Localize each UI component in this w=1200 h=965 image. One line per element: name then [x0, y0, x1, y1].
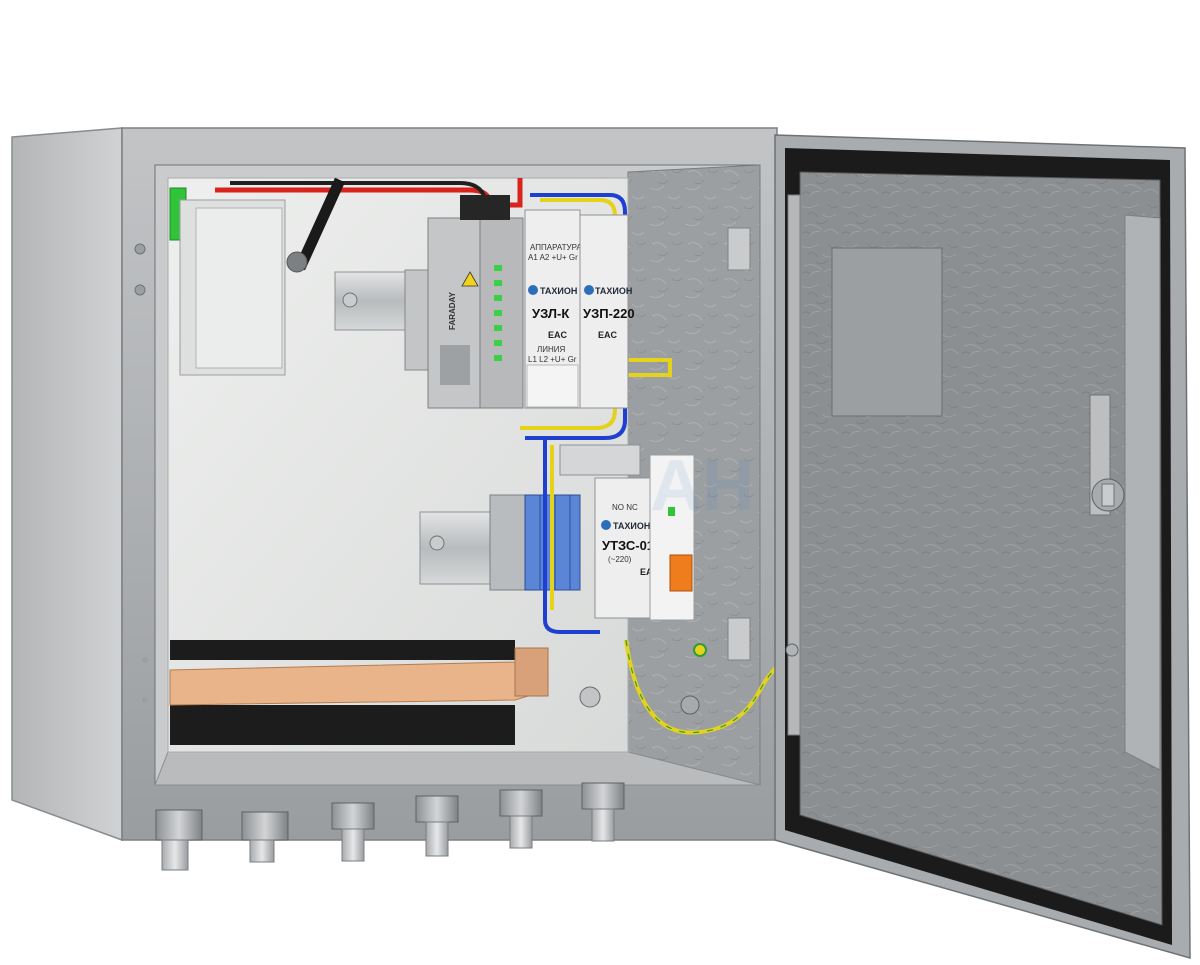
cable-gland: [331, 802, 375, 862]
top-left-module: [169, 187, 286, 376]
uzl-certification: EAC: [548, 330, 568, 340]
hinge-screw-icon: [134, 284, 146, 296]
uzp-model: УЗП-220: [583, 306, 635, 321]
terminal-blocks: [489, 494, 581, 591]
breaker-indicator: [668, 507, 675, 516]
utzs-voltage: (~220): [608, 555, 632, 564]
tachyon-logo-icon: [584, 285, 594, 295]
cable-gland: [241, 811, 289, 863]
insulator-black-bottom: [170, 705, 515, 745]
utzs-contacts: NO NC: [612, 503, 638, 512]
cable-gland: [499, 789, 543, 849]
rail-screw-icon: [429, 535, 445, 551]
door-hinge-bar: [787, 194, 801, 736]
door-latch-handle[interactable]: [1089, 394, 1125, 516]
cabinet-hinge-bracket: [727, 617, 751, 661]
cabinet-hinge-bracket: [727, 227, 751, 271]
door-lock-rail: [1124, 214, 1161, 771]
circuit-breaker: [649, 454, 695, 621]
rail-screw-icon: [342, 292, 358, 308]
ground-bar-assembly: [169, 640, 601, 745]
ground-bolt-icon: [680, 695, 700, 715]
breaker-lever: [669, 554, 693, 592]
door-document-pocket: [831, 247, 943, 417]
junction-box-lid: [195, 207, 283, 369]
tachyon-logo-icon: [601, 520, 611, 530]
blue-wire-lower: [543, 440, 600, 634]
yellow-wire-right: [625, 358, 672, 377]
uzp-220-module: ТАХИОН УЗП-220 EAC: [579, 214, 635, 409]
vent-grid: [440, 345, 470, 385]
ground-icon: [693, 643, 707, 657]
uzl-bottom-terminals: L1 L2 +U+ Gr: [528, 355, 577, 364]
uzl-top-terminals: A1 A2 +U+ Gr: [528, 253, 578, 262]
power-supply-module: FARADAY: [404, 195, 524, 409]
uzl-brand: ТАХИОН: [540, 286, 577, 296]
uzl-model: УЗЛ-К: [532, 306, 569, 321]
uzp-brand: ТАХИОН: [595, 286, 632, 296]
power-supply-brand: FARADAY: [448, 291, 457, 330]
uzp-certification: EAC: [598, 330, 618, 340]
uzl-line-caption: ЛИНИЯ: [537, 345, 566, 354]
uzl-k-module: A1 A2 +U+ Gr АППАРАТУРА ТАХИОН УЗЛ-К EAC…: [524, 209, 582, 409]
side-screw-icon: [142, 657, 148, 663]
black-cable: [294, 177, 346, 271]
cable-gland: [581, 782, 625, 842]
insulator-black-top: [170, 640, 515, 660]
cable-gland: [155, 809, 203, 871]
uzl-device-caption: АППАРАТУРА: [530, 243, 582, 252]
side-screw-icon: [142, 697, 148, 703]
cable-gland-top: [286, 251, 308, 273]
utzs-brand: ТАХИОН: [613, 521, 650, 531]
green-ground-wire-stripe: [625, 639, 791, 734]
cable-gland: [415, 795, 459, 857]
hinge-screw-icon: [134, 243, 146, 255]
door-ground-stud-icon: [785, 643, 799, 657]
ground-bolt-icon: [579, 686, 601, 708]
utzs-model: УТЗС-01: [602, 538, 654, 553]
watermark-text: АН: [650, 446, 754, 526]
status-led-bar: [494, 265, 502, 361]
utzs-01-module: NO NC ТАХИОН УТЗС-01 (~220) EAC: [559, 444, 660, 619]
cabinet-door[interactable]: [774, 134, 1191, 959]
enclosure-side-wall: [11, 127, 123, 842]
warning-icon: [461, 271, 479, 287]
cable-glands: [155, 782, 625, 871]
tachyon-logo-icon: [528, 285, 538, 295]
